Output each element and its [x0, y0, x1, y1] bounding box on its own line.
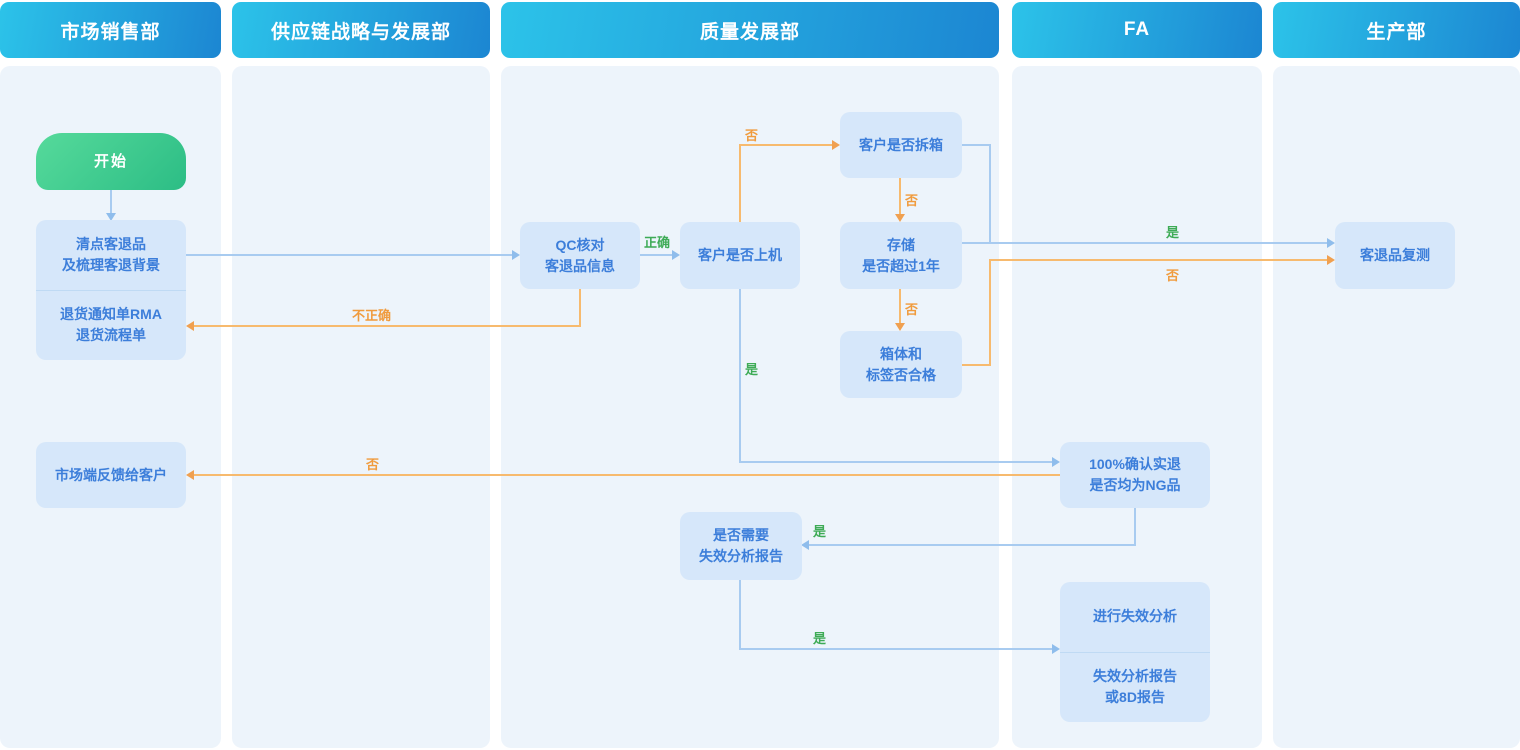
node-confirm-ng-label: 100%确认实退 是否均为NG品: [1089, 456, 1181, 493]
arrowhead-down-icon: [106, 213, 116, 221]
arrowhead-left-icon: [186, 321, 194, 331]
arrowhead-right-icon: [1052, 644, 1060, 654]
edge-unbox-storage: [899, 178, 901, 216]
lane-bg-quality: [501, 66, 999, 748]
edge-onmachine-confirm-h: [739, 461, 1054, 463]
node-storage: 存储 是否超过1年: [840, 222, 962, 289]
node-on-machine: 客户是否上机: [680, 222, 800, 289]
arrowhead-right-icon: [512, 250, 520, 260]
lane-header-production: 生产部: [1273, 2, 1520, 58]
node-retest-label: 客退品复测: [1360, 247, 1430, 263]
edge-label-incorrect: 不正确: [352, 308, 392, 323]
edge-needreport-fa-h: [739, 648, 1054, 650]
arrowhead-left-icon: [801, 540, 809, 550]
arrowhead-left-icon: [186, 470, 194, 480]
arrowhead-right-icon: [1052, 457, 1060, 467]
edge-confirm-needreport-h: [807, 544, 1136, 546]
node-unbox: 客户是否拆箱: [840, 112, 962, 178]
edge-label-yes-needreport: 是: [813, 524, 827, 539]
edge-boxcheck-retest-h2: [989, 259, 1330, 261]
arrowhead-right-icon: [1327, 238, 1335, 248]
node-need-report: 是否需要 失效分析报告: [680, 512, 802, 580]
edge-onmachine-confirm-v: [739, 289, 741, 463]
edge-label-yes-confirm: 是: [745, 362, 759, 377]
edge-unbox-retest-h1: [962, 144, 991, 146]
lane-header-quality: 质量发展部: [501, 2, 999, 58]
edge-unbox-retest-v: [989, 144, 991, 244]
lane-header-marketing: 市场销售部: [0, 2, 221, 58]
edge-storage-retest-h: [962, 242, 1330, 244]
edge-boxcheck-retest-h1: [962, 364, 991, 366]
node-qc-check-label: QC核对 客退品信息: [545, 236, 615, 274]
lane-bg-production: [1273, 66, 1520, 748]
lane-header-label: 质量发展部: [699, 21, 800, 43]
edge-onmachine-unbox-v: [739, 144, 741, 222]
edge-confirm-needreport-v: [1134, 508, 1136, 546]
lane-header-supply-chain: 供应链战略与发展部: [232, 2, 490, 58]
node-storage-label: 存储 是否超过1年: [862, 236, 940, 274]
node-inventory-label: 清点客退品 及梳理客退背景: [62, 235, 160, 273]
node-on-machine-label: 客户是否上机: [698, 247, 782, 263]
node-rma-label: 退货通知单RMA 退货流程单: [60, 306, 162, 344]
node-inventory: 清点客退品 及梳理客退背景: [36, 220, 186, 290]
edge-label-no-retest: 否: [1166, 268, 1180, 283]
arrowhead-right-icon: [1327, 255, 1335, 265]
edge-label-yes-fa: 是: [813, 631, 827, 646]
node-feedback: 市场端反馈给客户: [36, 442, 186, 508]
edge-qc-onmachine: [640, 254, 674, 256]
edge-start-inventory: [110, 190, 112, 214]
node-need-report-label: 是否需要 失效分析报告: [699, 527, 783, 564]
lane-header-label: 生产部: [1366, 21, 1427, 43]
node-fa-report: 失效分析报告 或8D报告: [1060, 651, 1210, 723]
edge-storage-boxcheck: [899, 289, 901, 325]
node-start-label: 开始: [93, 153, 128, 170]
lane-header-label: FA: [1123, 19, 1151, 40]
node-rma: 退货通知单RMA 退货流程单: [36, 289, 186, 361]
edge-boxcheck-retest-v: [989, 259, 991, 366]
edge-label-no-unbox: 否: [745, 128, 759, 143]
node-do-fa: 进行失效分析: [1060, 582, 1210, 652]
arrowhead-down-icon: [895, 323, 905, 331]
arrowhead-down-icon: [895, 214, 905, 222]
node-start: 开始: [36, 133, 186, 190]
lane-bg-supply-chain: [232, 66, 490, 748]
arrowhead-right-icon: [832, 140, 840, 150]
node-feedback-label: 市场端反馈给客户: [55, 466, 167, 483]
edge-needreport-fa-v: [739, 580, 741, 650]
edge-confirm-feedback: [192, 474, 1060, 476]
edge-onmachine-unbox-h: [739, 144, 834, 146]
edge-label-yes-retest: 是: [1166, 225, 1180, 240]
node-retest: 客退品复测: [1335, 222, 1455, 289]
node-box-label-check: 箱体和 标签否合格: [840, 331, 962, 398]
node-inventory-rma-group: 清点客退品 及梳理客退背景 退货通知单RMA 退货流程单: [36, 220, 186, 360]
lane-header-label: 供应链战略与发展部: [270, 21, 451, 43]
node-unbox-label: 客户是否拆箱: [859, 136, 943, 153]
node-do-fa-label: 进行失效分析: [1093, 608, 1177, 625]
edge-inventory-qc: [186, 254, 514, 256]
lane-header-label: 市场销售部: [60, 21, 161, 43]
edge-qc-rma-h: [192, 325, 581, 327]
node-box-label-check-label: 箱体和 标签否合格: [866, 345, 936, 383]
edge-label-no-storage: 否: [905, 193, 919, 208]
lane-header-fa: FA: [1012, 2, 1262, 58]
edge-label-no-boxcheck: 否: [905, 302, 919, 317]
arrowhead-right-icon: [672, 250, 680, 260]
edge-qc-rma-v: [579, 289, 581, 327]
node-fa-report-label: 失效分析报告 或8D报告: [1093, 668, 1177, 706]
node-qc-check: QC核对 客退品信息: [520, 222, 640, 289]
node-fa-group: 进行失效分析 失效分析报告 或8D报告: [1060, 582, 1210, 722]
edge-label-no-feedback: 否: [366, 457, 380, 472]
node-confirm-ng: 100%确认实退 是否均为NG品: [1060, 442, 1210, 508]
edge-label-correct: 正确: [644, 235, 671, 250]
